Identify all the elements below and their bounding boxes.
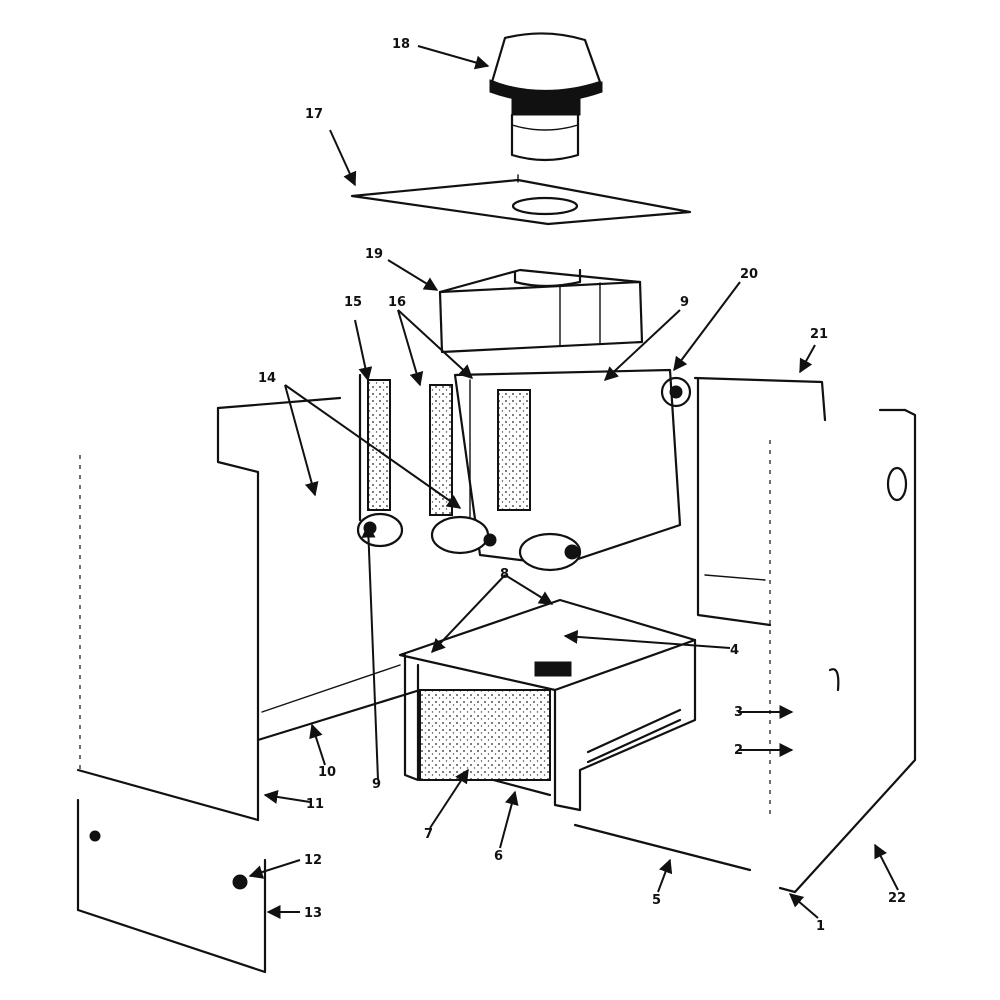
- callout-labels: 18 17 19 20 9 21 15 16 14 8 4 3 2 10 9 1…: [258, 37, 906, 934]
- callout-22: 22: [888, 891, 906, 906]
- callout-5: 5: [652, 893, 661, 908]
- callout-21: 21: [810, 327, 828, 342]
- callout-1: 1: [816, 919, 825, 934]
- callout-20: 20: [740, 267, 758, 282]
- callout-16: 16: [388, 295, 406, 310]
- callout-10: 10: [318, 765, 336, 780]
- top-plate: [350, 174, 692, 226]
- callout-8: 8: [500, 567, 509, 582]
- callout-7: 7: [424, 827, 433, 842]
- callout-11: 11: [306, 797, 324, 812]
- callout-14: 14: [258, 371, 276, 386]
- callout-6: 6: [494, 849, 503, 864]
- callout-12: 12: [304, 853, 322, 868]
- callout-15: 15: [344, 295, 362, 310]
- callout-9-bottom: 9: [372, 777, 381, 792]
- callout-18: 18: [392, 37, 410, 52]
- callout-13: 13: [304, 906, 322, 921]
- callout-2: 2: [734, 743, 743, 758]
- vent-cap: [489, 32, 603, 162]
- lower-front-panel: [76, 798, 267, 974]
- right-panel: [693, 376, 827, 820]
- burner-assembly: [356, 512, 582, 572]
- draft-hood: [438, 268, 644, 354]
- left-panel: [76, 396, 422, 822]
- callout-19: 19: [365, 247, 383, 262]
- base-rail: [573, 823, 752, 872]
- callout-4: 4: [730, 643, 739, 658]
- right-side-panel: [778, 408, 917, 894]
- callout-17: 17: [305, 107, 323, 122]
- burner-box: [398, 598, 697, 812]
- leader-lines: [248, 45, 899, 919]
- callout-9-top: 9: [680, 295, 689, 310]
- callout-3: 3: [734, 705, 743, 720]
- flue-baffles: [358, 373, 453, 522]
